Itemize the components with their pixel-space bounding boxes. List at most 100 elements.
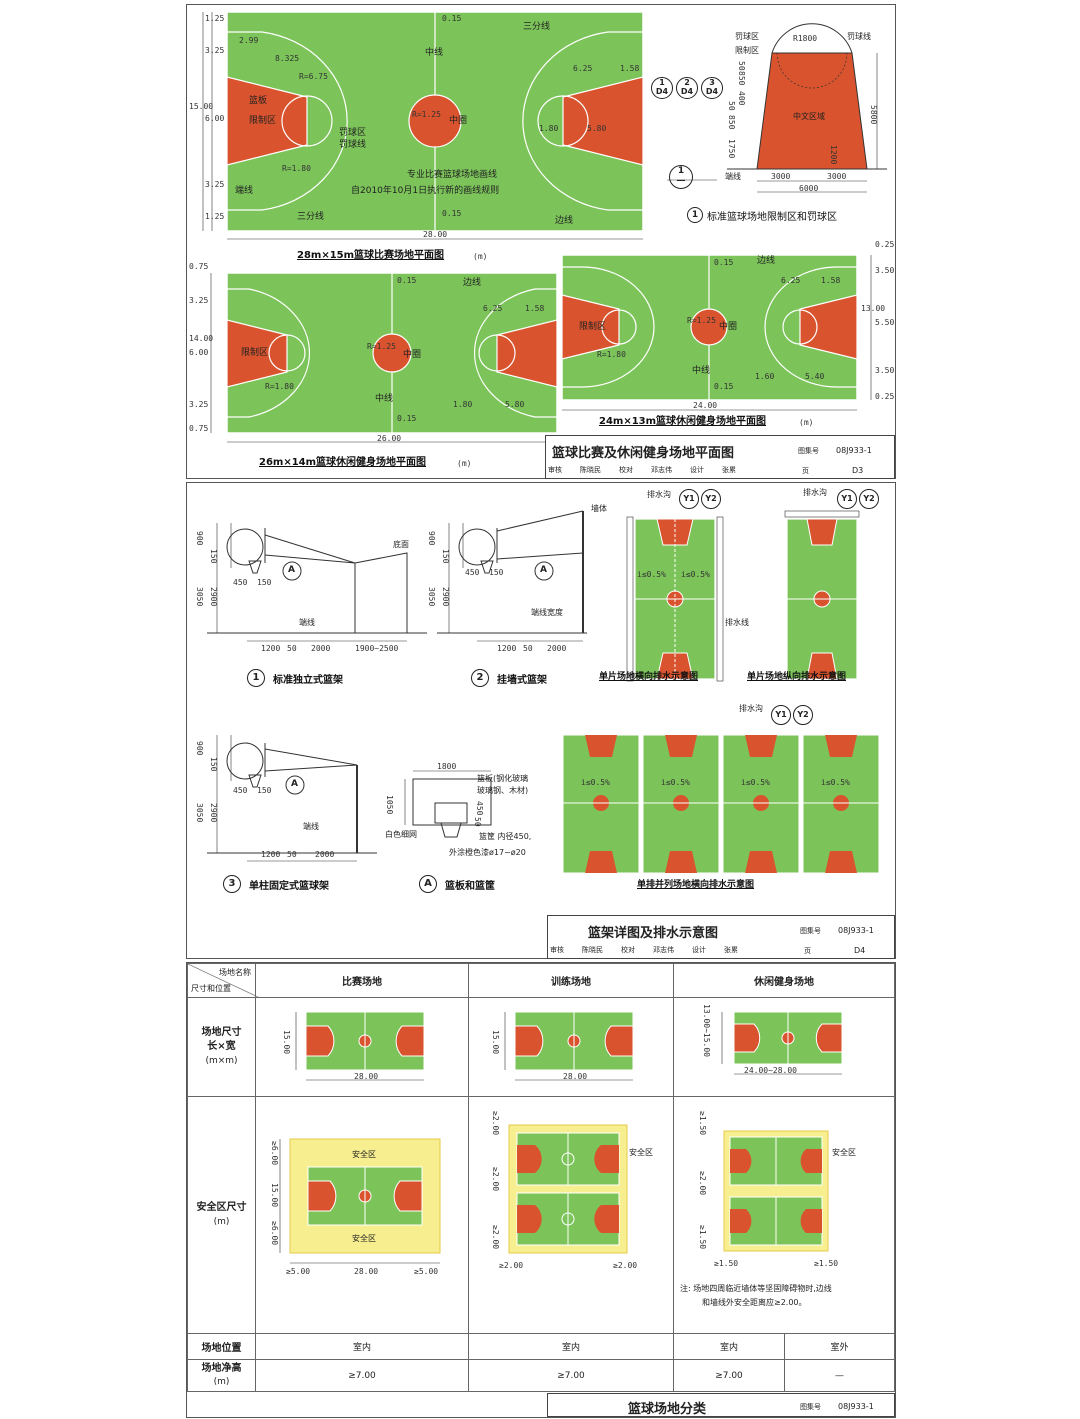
d2-marker-y1[interactable]: Y1 [837,489,857,509]
s3-w50: 50 [287,850,297,859]
s2-marker-a[interactable]: A [540,565,547,575]
c24-d6-25: 6.25 [781,276,801,285]
marker-3-num: 3 [709,78,715,87]
safe-match-top: ≥6.00 [270,1141,279,1166]
bb-w1800: 1800 [437,762,457,771]
main-dim-5-80: 5.80 [587,124,607,133]
s1-w450: 450 [233,578,248,587]
c26-s6-00: 6.00 [189,348,209,357]
main-dim-r1-25: R=1.25 [412,110,441,119]
d3-marker-y2[interactable]: Y2 [793,705,813,725]
stand2-drawing [437,510,587,642]
c24-r1-25: R=1.25 [687,316,716,325]
d1-marker-y2[interactable]: Y2 [701,489,721,509]
s2-caption-num: 2 [471,669,489,687]
size-training-w: 28.00 [563,1072,588,1081]
s2-caption-text: 挂墙式篮架 [497,674,547,686]
safe-note-1: 注: 场地四周临近墙体等坚固障碍物时,边线 [680,1284,832,1293]
sheet1-sign-0: 审核 [548,466,562,474]
c24-title: 24m×13m篮球休闲健身场地平面图 [599,416,767,427]
corner-top: 场地名称 [219,968,251,977]
main-left-three-pt [227,31,348,211]
key-detail-ft-arc [771,23,853,54]
safe-match-label-top: 安全区 [352,1150,376,1159]
d1-marker-y1[interactable]: Y1 [679,489,699,509]
d3-marker-y1[interactable]: Y1 [771,705,791,725]
s3-w450: 450 [233,786,248,795]
main-label-zhongxian: 中线 [425,48,444,58]
safe-match-bot: ≥6.00 [270,1221,279,1246]
safe-training-left: ≥2.00 [499,1261,524,1270]
c24-s0-25b: 0.25 [875,392,895,401]
key-detail [727,23,887,193]
court24-left-key [561,294,620,360]
col-header-training: 训练场地 [468,963,674,998]
sheet1-title-block: 篮球比赛及休闲健身场地平面图 图集号 08J933-1 页 D3 审核 陈晓民 … [545,435,895,479]
s3-w2000: 2000 [315,850,335,859]
s1-w150: 150 [257,578,272,587]
marker-single-num: 1 [677,166,685,176]
d2-marker-y2[interactable]: Y2 [859,489,879,509]
s1-marker-a[interactable]: A [288,565,295,575]
c26-s3-25b: 3.25 [189,400,209,409]
position-leisure-in: 室内 [673,1333,785,1360]
s3-h900: 900 [195,741,204,756]
c26-d1-80: 1.80 [453,400,473,409]
c26-bot0-15: 0.15 [397,414,417,423]
height-leisure-in: ≥7.00 [673,1359,785,1392]
sheet1-title: 篮球比赛及休闲健身场地平面图 [552,446,735,461]
c26-zhongxian: 中线 [375,394,394,404]
row-label-size: 场地尺寸 长×宽 (m×m) [187,997,256,1097]
s1-caption-num: 1 [247,669,265,687]
marker-single[interactable]: 1— [669,165,693,189]
sheet1-ye-label: 页 [802,467,809,475]
court26-right-ft-circle [478,334,516,372]
court-24 [561,254,872,411]
row-label-height: 场地净高 (m) [187,1359,256,1392]
main-dim-side-6-00: 6.00 [205,114,225,123]
c26-title: 26m×14m篮球休闲健身场地平面图 [259,457,427,468]
c24-s5-50: 5.50 [875,318,895,327]
s3-h150: 150 [209,757,218,772]
main-dim-r6-75: R=6.75 [299,72,328,81]
marker-1-sub: D4 [655,87,669,96]
c24-s3-50a: 3.50 [875,266,895,275]
s3-caption-num: 3 [223,875,241,893]
court24-center-circle [690,308,728,346]
s2-caption: 2 挂墙式篮架 [471,669,547,687]
c26-s0-75a: 0.75 [189,262,209,271]
s2-qiangkuan: 端线宽度 [531,608,563,617]
main-label-sanfen-top: 三分线 [523,22,551,32]
main-center-circle [408,94,462,148]
court26-left-key [226,319,288,388]
classification-table: 场地名称 尺寸和位置 比赛场地 训练场地 休闲健身场地 场地尺寸 长×宽 (m×… [187,963,895,1392]
position-training: 室内 [468,1333,674,1360]
sheet3-title-block: 篮球场地分类 图集号 08J933-1 [547,1393,895,1417]
c26-r1-80: R=1.80 [265,382,294,391]
size-match-w: 28.00 [354,1072,379,1081]
height-match: ≥7.00 [255,1359,469,1392]
main-court-svg [202,11,887,443]
safe-training-right: ≥2.00 [613,1261,638,1270]
s3-marker-a[interactable]: A [291,779,298,789]
kd-r1800: R1800 [793,34,818,43]
position-match: 室内 [255,1333,469,1360]
main-court-title: 28m×15m篮球比赛场地平面图 [297,250,445,261]
s3-w1200: 1200 [261,850,281,859]
sheet2-tuji-label: 图集号 [800,927,821,935]
safe-training-mid: ≥2.00 [491,1167,500,1192]
s1-h3050: 3050 [195,587,204,607]
court26-center-circle [372,333,412,373]
kd-v1750: 1750 [727,139,736,159]
drain3-courts [562,734,880,874]
sheet1-sign-1: 陈晓民 [580,466,601,474]
d2-caption: 单片场地纵向排水示意图 [747,672,847,682]
d2-markers: Y1 Y2 [837,489,879,509]
sheet2-title: 篮架详图及排水示意图 [588,926,719,941]
safe-match-right: ≥5.00 [414,1267,439,1276]
d3-slope-4: i≤0.5% [821,778,850,787]
